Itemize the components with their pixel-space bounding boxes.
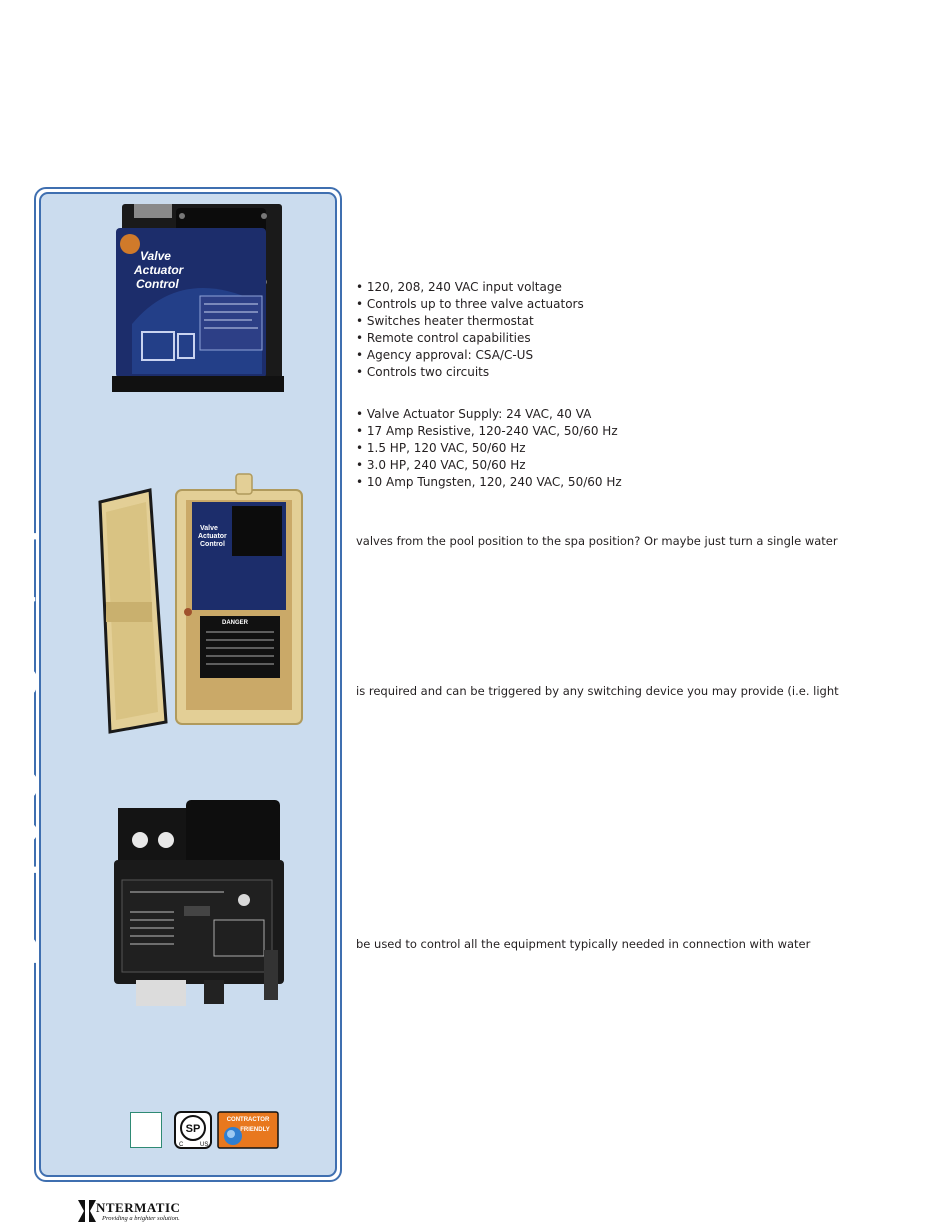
- list-item: 10 Amp Tungsten, 120, 240 VAC, 50/60 Hz: [356, 474, 622, 491]
- paragraph-line: valves from the pool position to the spa…: [356, 534, 838, 548]
- product-image-electronic-control: [114, 800, 284, 1006]
- paragraph-line: is required and can be triggered by any …: [356, 684, 839, 698]
- contractor-text: CONTRACTOR: [227, 1117, 270, 1123]
- product-image-valve-actuator-control: Valve Actuator Control: [112, 204, 284, 392]
- sidebar-title: Pool & Spa Controls: [0, 502, 47, 966]
- device-label-line3: Control: [136, 277, 179, 291]
- list-item: 120, 208, 240 VAC input voltage: [356, 279, 584, 296]
- feature-list: 120, 208, 240 VAC input voltage Controls…: [356, 279, 584, 381]
- list-item: 17 Amp Resistive, 120-240 VAC, 50/60 Hz: [356, 423, 622, 440]
- list-item: 1.5 HP, 120 VAC, 50/60 Hz: [356, 440, 622, 457]
- device-label-line1: Valve: [140, 249, 171, 263]
- brand-name: NTERMATIC: [96, 1200, 181, 1215]
- csa-c: C: [179, 1142, 184, 1148]
- svg-text:Actuator: Actuator: [198, 533, 227, 540]
- product-image-enclosure: Valve Actuator Control DANGER: [98, 473, 303, 734]
- list-item: Controls two circuits: [356, 364, 584, 381]
- csa-cert-text: SP: [186, 1123, 201, 1135]
- csa-us: US: [200, 1142, 208, 1148]
- contractor-friendly-icon: CONTRACTOR FRIENDLY: [217, 1111, 279, 1149]
- list-item: Valve Actuator Supply: 24 VAC, 40 VA: [356, 406, 622, 423]
- cert-blank-badge: [130, 1112, 162, 1148]
- list-item: Switches heater thermostat: [356, 313, 584, 330]
- list-item: Agency approval: CSA/C-US: [356, 347, 584, 364]
- svg-text:Valve: Valve: [200, 525, 218, 532]
- brand-tagline: Providing a brighter solution.: [102, 1215, 180, 1222]
- intermatic-mark-icon: [78, 1200, 96, 1222]
- friendly-text: FRIENDLY: [240, 1127, 269, 1133]
- csa-cert-icon: SP C US: [174, 1111, 212, 1149]
- ratings-list: Valve Actuator Supply: 24 VAC, 40 VA 17 …: [356, 406, 622, 491]
- paragraph-line: be used to control all the equipment typ…: [356, 937, 811, 951]
- list-item: Remote control capabilities: [356, 330, 584, 347]
- svg-text:Control: Control: [200, 541, 225, 548]
- danger-label: DANGER: [222, 620, 249, 626]
- device-label-line2: Actuator: [133, 263, 185, 277]
- list-item: 3.0 HP, 240 VAC, 50/60 Hz: [356, 457, 622, 474]
- list-item: Controls up to three valve actuators: [356, 296, 584, 313]
